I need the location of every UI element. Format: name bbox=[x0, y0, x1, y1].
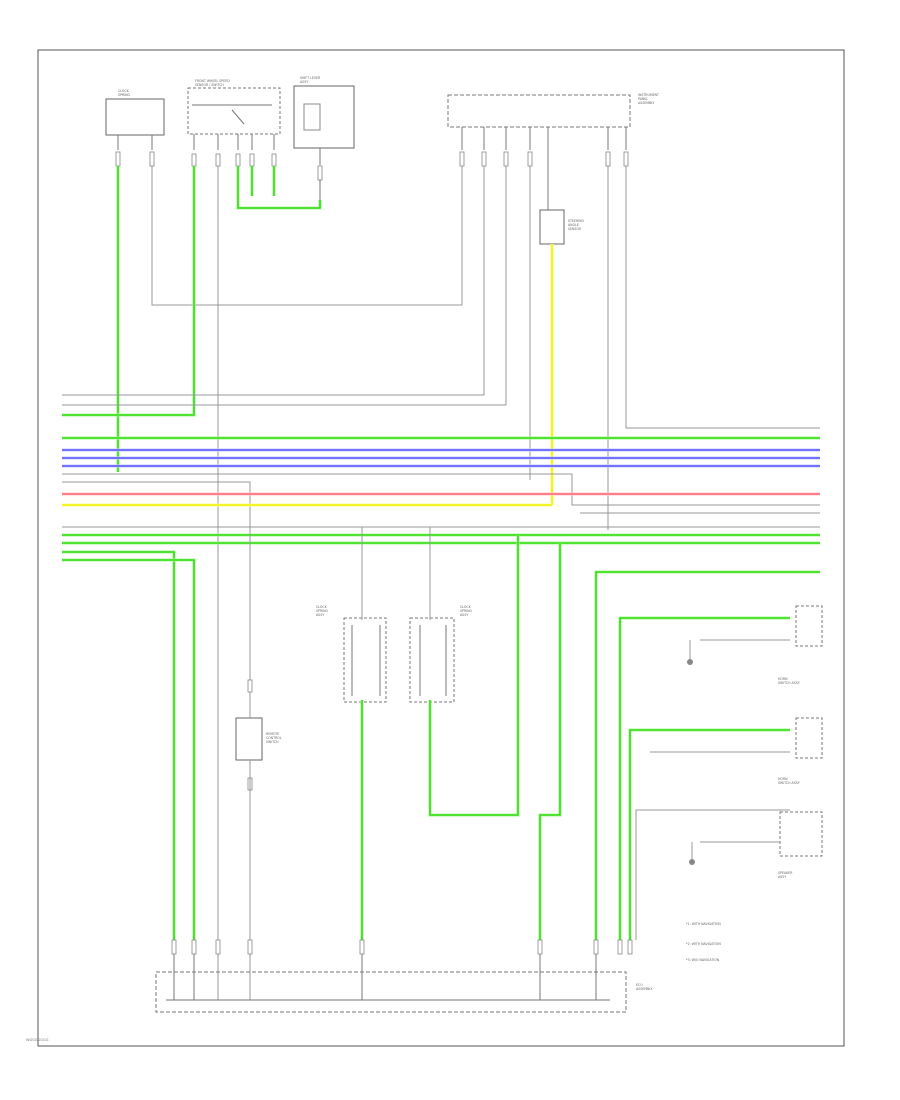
component-label-line: SWITCH ASSY bbox=[778, 781, 800, 785]
note-text: *2: WITH NAVIGATION bbox=[686, 942, 721, 946]
wires-middle bbox=[249, 535, 790, 1000]
note-text: *1: WITH NAVIGATION bbox=[686, 922, 721, 926]
component-label-line: CLOCK bbox=[460, 605, 472, 609]
component-label-line: SWITCH ASSY bbox=[778, 681, 800, 685]
component-remote-control-switch: REMOTE CONTROL SWITCH bbox=[235, 510, 282, 791]
component-label-line: SPRING bbox=[316, 609, 328, 613]
component-label-line: ECU bbox=[636, 983, 643, 987]
bus-lines bbox=[62, 436, 820, 940]
component-label-line: ASSEMBLY bbox=[638, 101, 655, 105]
component-clock-spring-middle-left: CLOCK SPRING ASSY bbox=[316, 527, 387, 703]
component-horn-switch-b: HORN SWITCH ASSY bbox=[650, 717, 823, 785]
component-label-line: ASSY bbox=[460, 613, 468, 617]
component-label-line: STEERING bbox=[568, 219, 585, 223]
note-text: *3: W/O NAVIGATION bbox=[686, 958, 720, 962]
component-clock-spring-middle-right: CLOCK SPRING ASSY bbox=[409, 527, 472, 703]
component-label-line: SWITCH bbox=[266, 740, 279, 744]
component-shift-lever: SHIFT LEVER ASSY bbox=[293, 76, 355, 200]
component-label-line: CLOCK bbox=[118, 89, 130, 93]
component-label-line: ASSY bbox=[300, 80, 308, 84]
component-speaker: SPEAKER ASSY bbox=[689, 811, 823, 879]
component-switch-top: FRONT WHEEL SPEED SENSOR / SWITCH bbox=[187, 79, 281, 167]
component-label-line: SENSOR / SWITCH bbox=[195, 83, 224, 87]
wires-top bbox=[62, 166, 820, 1000]
component-label-line: CONTROL bbox=[266, 736, 282, 740]
component-clock-spring-top: CLOCK SPRING bbox=[105, 89, 165, 167]
component-label-line: ASSY bbox=[316, 613, 324, 617]
component-label-line: FRONT WHEEL SPEED bbox=[195, 79, 230, 83]
component-label-line: SPEAKER bbox=[778, 871, 793, 875]
component-ecu-assembly: ECU ASSEMBLY bbox=[155, 939, 653, 1013]
notes: *1: WITH NAVIGATION *2: WITH NAVIGATION … bbox=[686, 922, 721, 962]
component-label-line: CLOCK bbox=[316, 605, 328, 609]
component-horn-switch-a: HORN SWITCH ASSY bbox=[687, 605, 823, 685]
component-label-line: SPRING bbox=[118, 93, 130, 97]
component-label-line: ANGLE bbox=[568, 223, 579, 227]
component-label-line: ASSEMBLY bbox=[636, 987, 653, 991]
diagram-frame bbox=[37, 49, 845, 1047]
diagram-code: WGGGGGGG bbox=[26, 1038, 49, 1042]
component-label-line: HORN bbox=[778, 677, 788, 681]
component-label-line: REMOTE bbox=[266, 732, 279, 736]
component-label-line: HORN bbox=[778, 777, 788, 781]
component-label-line: SENSOR bbox=[568, 227, 582, 231]
component-label-line: SPRING bbox=[460, 609, 472, 613]
component-label-line: INSTRUMENT bbox=[638, 93, 659, 97]
component-label-line: SHIFT LEVER bbox=[300, 76, 321, 80]
component-instrument-panel: INSTRUMENT PANEL ASSEMBLY bbox=[447, 93, 659, 167]
component-label-line: ASSY bbox=[778, 875, 786, 879]
component-label-line: PANEL bbox=[638, 97, 648, 101]
component-steering-angle-sensor: STEERING ANGLE SENSOR bbox=[539, 127, 585, 245]
